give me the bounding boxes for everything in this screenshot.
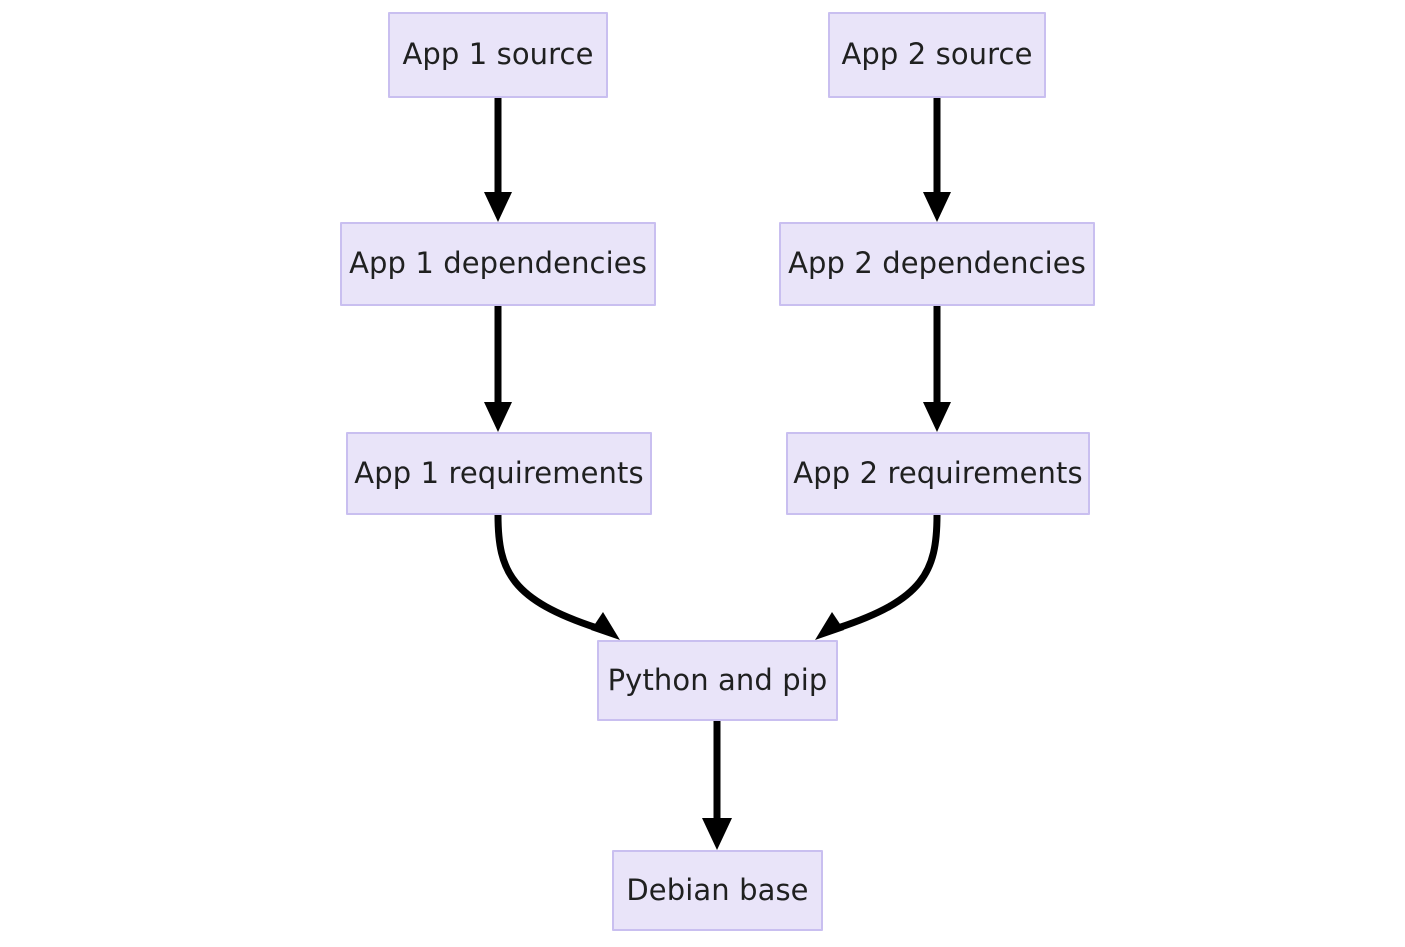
edge-app1-requirements-to-python-and-pip <box>494 511 620 640</box>
edge-app2-requirements-to-python-and-pip <box>815 511 941 640</box>
node-app2-dependencies[interactable]: App 2 dependencies <box>779 222 1095 306</box>
node-app1-source-label: App 1 source <box>402 37 594 72</box>
node-app1-dependencies-label: App 1 dependencies <box>349 246 647 281</box>
node-python-and-pip[interactable]: Python and pip <box>597 640 838 721</box>
edge-app1-dependencies-to-app1-requirements <box>484 306 512 432</box>
node-debian-base[interactable]: Debian base <box>612 850 823 931</box>
node-app2-source-label: App 2 source <box>841 37 1033 72</box>
node-app2-requirements[interactable]: App 2 requirements <box>786 432 1090 515</box>
node-app1-source[interactable]: App 1 source <box>388 12 608 98</box>
edge-app2-source-to-app2-dependencies <box>923 98 951 222</box>
node-app2-dependencies-label: App 2 dependencies <box>788 246 1086 281</box>
node-app2-requirements-label: App 2 requirements <box>793 455 1083 490</box>
node-app1-requirements-label: App 1 requirements <box>354 455 644 490</box>
node-debian-base-label: Debian base <box>626 872 809 907</box>
edge-python-and-pip-to-debian-base <box>702 721 732 850</box>
node-app1-dependencies[interactable]: App 1 dependencies <box>340 222 656 306</box>
node-python-and-pip-label: Python and pip <box>607 662 828 697</box>
edge-app2-dependencies-to-app2-requirements <box>923 306 951 432</box>
node-app1-requirements[interactable]: App 1 requirements <box>346 432 652 515</box>
edge-app1-source-to-app1-dependencies <box>484 98 512 222</box>
node-app2-source[interactable]: App 2 source <box>828 12 1046 98</box>
